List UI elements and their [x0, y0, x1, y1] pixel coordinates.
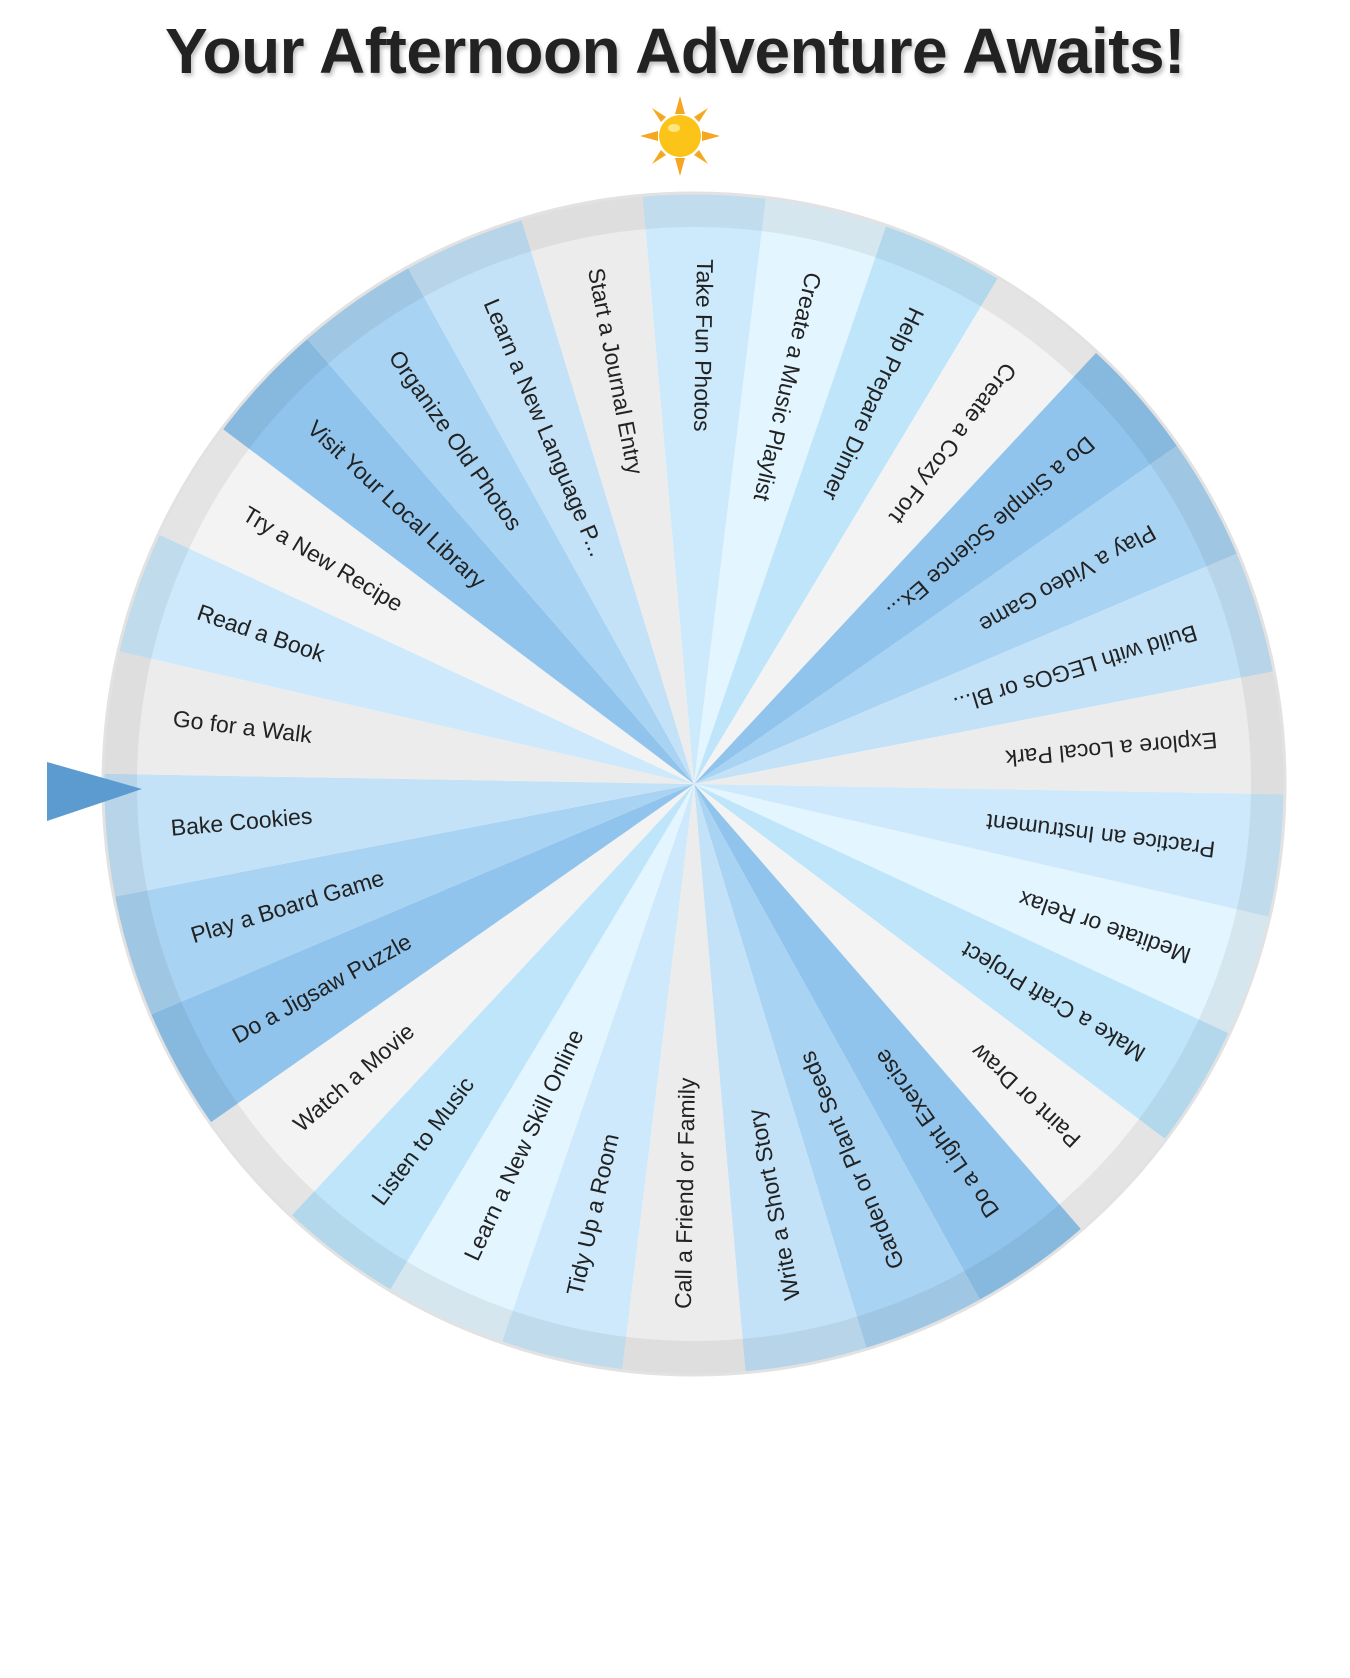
wheel-segment — [501, 784, 694, 1371]
wheel-segment — [694, 784, 981, 1350]
sun-icon — [640, 96, 720, 176]
wheel-segment — [694, 784, 1285, 917]
wheel-segment — [694, 784, 1230, 1140]
page-title: Your Afternoon Adventure Awaits! — [165, 15, 1185, 87]
wheel-segment — [694, 784, 1270, 1034]
wheel-segments — [103, 193, 1285, 1375]
wheel-segment-label: Call a Friend or Family — [670, 1077, 700, 1309]
wheel-segment — [694, 671, 1285, 795]
wheel-segment — [158, 428, 695, 784]
wheel-segment — [407, 218, 694, 785]
wheel-segment — [306, 267, 694, 785]
wheel-segment — [694, 784, 867, 1373]
wheel-segment — [290, 784, 694, 1291]
wheel-segment — [521, 195, 694, 785]
wheel-segment — [694, 553, 1275, 784]
wheel-segment — [694, 197, 887, 785]
wheel-segment — [621, 784, 746, 1375]
wheel-segment — [694, 784, 1082, 1301]
wheel-segment — [113, 784, 694, 1015]
wheel-segment — [642, 193, 767, 785]
wheel-segment — [694, 277, 1098, 784]
wheel-segment — [389, 784, 694, 1343]
wheel-segment — [694, 225, 999, 785]
wheel-segment — [149, 784, 694, 1123]
wheel-segment — [209, 784, 694, 1217]
wheel-segment — [222, 337, 694, 784]
wheel-segment — [694, 445, 1239, 784]
wheel-segment — [118, 534, 695, 784]
wheel-segment — [103, 651, 694, 784]
wheel-segment-label: Take Fun Photos — [689, 259, 718, 432]
wheel-segment — [103, 773, 694, 897]
wheel-segment — [694, 351, 1179, 784]
wheel-segment — [694, 784, 1166, 1231]
